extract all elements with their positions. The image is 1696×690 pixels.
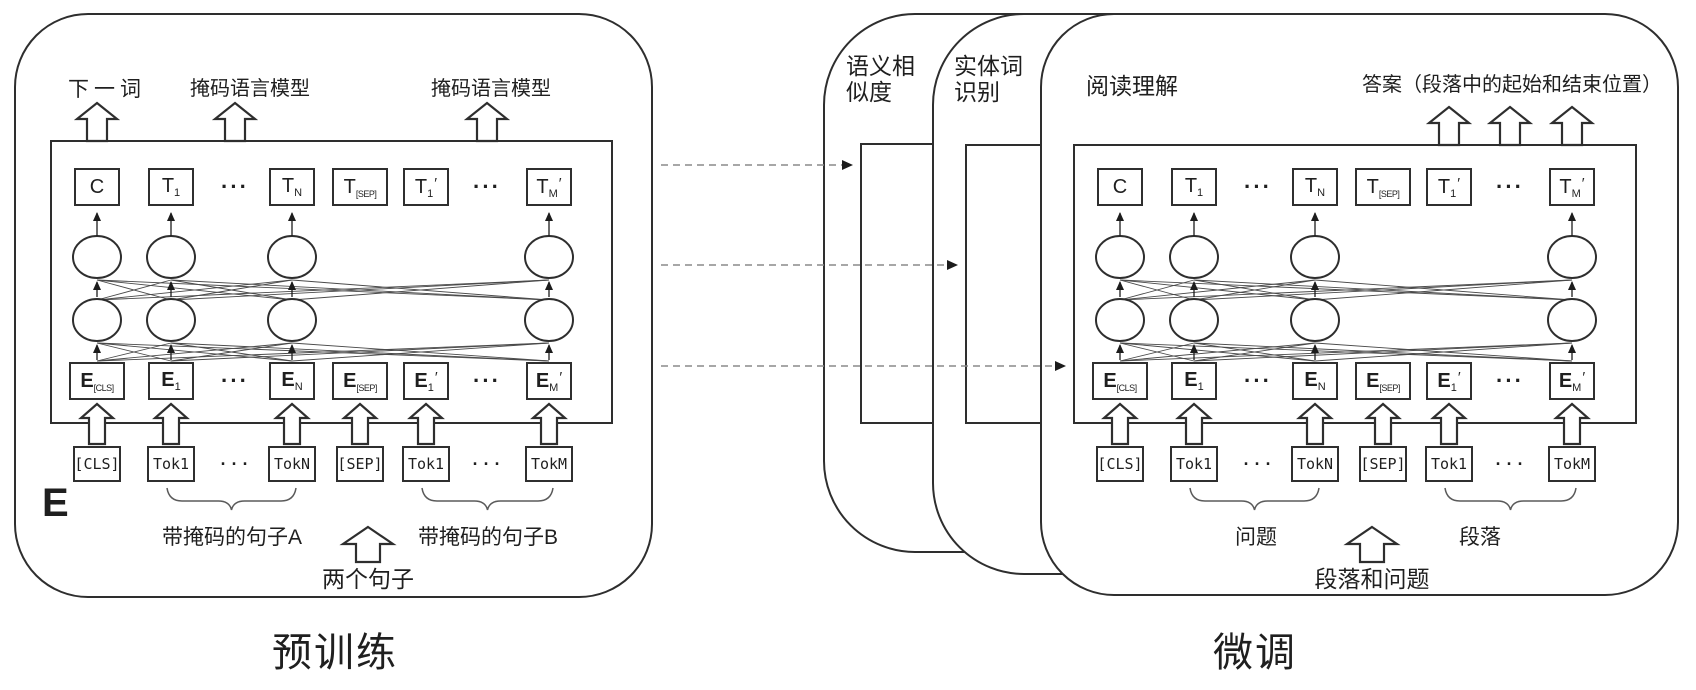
right-t-box-0: C [1097,168,1143,206]
left-t-box-4: T[SEP] [332,168,388,206]
right-t-box-3: TN [1292,168,1338,206]
right-e-box-4: E[SEP] [1355,362,1411,400]
right-tok-box-5: Tok1 [1425,446,1473,482]
left-tok-box-1: Tok1 [147,446,195,482]
right-tok-box-7: TokM [1548,446,1596,482]
answer-span-label: 答案（段落中的起始和结束位置） [1362,74,1662,96]
pretrain-caption: 预训练 [272,631,398,675]
left-t-box-0: C [74,168,120,206]
left-t-ellipsis-6: ··· [473,174,501,199]
finetune-caption: 微调 [1213,631,1297,675]
left-e-box-7: EM′ [526,362,572,400]
two-sentences-label: 两个句子 [322,566,414,592]
left-e-box-3: EN [269,362,315,400]
right-tok-box-3: TokN [1291,446,1339,482]
left-t-box-7: TM′ [526,168,572,206]
right-tok-box-0: [CLS] [1096,446,1144,482]
masked-lm-label-1: 掩码语言模型 [190,78,310,100]
embedding-letter-label: E [42,481,69,525]
right-t-box-1: T1 [1171,168,1217,206]
right-e-box-5: E1′ [1426,362,1472,400]
left-tok-box-7: TokM [525,446,573,482]
right-e-ellipsis-6: ··· [1496,368,1524,393]
left-t-box-5: T1′ [403,168,449,206]
right-tok-ellipsis-2: ··· [1241,455,1275,473]
pretrain-model-box [50,140,613,424]
right-e-box-7: EM′ [1549,362,1595,400]
right-e-box-0: E[CLS] [1092,362,1148,400]
left-tok-box-0: [CLS] [73,446,121,482]
right-e-ellipsis-2: ··· [1244,368,1272,393]
finetune-model-box [1073,144,1637,424]
right-t-ellipsis-2: ··· [1244,174,1272,199]
left-tok-box-4: [SEP] [336,446,384,482]
right-e-box-3: EN [1292,362,1338,400]
right-e-box-1: E1 [1171,362,1217,400]
reading-comprehension-label: 阅读理解 [1086,73,1178,99]
left-tok-ellipsis-6: ··· [470,455,504,473]
left-tok-box-3: TokN [268,446,316,482]
right-tok-box-4: [SEP] [1359,446,1407,482]
right-tok-box-1: Tok1 [1170,446,1218,482]
left-tok-box-5: Tok1 [402,446,450,482]
masked-sentence-b-label: 带掩码的句子B [417,526,558,549]
masked-sentence-a-label: 带掩码的句子A [161,526,302,549]
right-t-box-5: T1′ [1426,168,1472,206]
paragraph-label: 段落 [1459,526,1501,549]
paragraph-and-question-label: 段落和问题 [1314,566,1430,592]
left-e-ellipsis-6: ··· [473,368,501,393]
right-t-box-7: TM′ [1549,168,1595,206]
right-t-ellipsis-6: ··· [1496,174,1524,199]
semantic-similarity-label: 语义相 似度 [846,53,915,105]
left-t-ellipsis-2: ··· [221,174,249,199]
left-t-box-3: TN [269,168,315,206]
left-e-box-4: E[SEP] [332,362,388,400]
entity-recognition-label: 实体词 识别 [954,53,1023,105]
left-e-box-5: E1′ [403,362,449,400]
masked-lm-label-2: 掩码语言模型 [431,78,551,100]
left-e-box-1: E1 [148,362,194,400]
left-e-ellipsis-2: ··· [221,368,249,393]
right-t-box-4: T[SEP] [1355,168,1411,206]
next-word-label: 下一词 [68,78,146,101]
right-tok-ellipsis-6: ··· [1493,455,1527,473]
left-t-box-1: T1 [148,168,194,206]
left-e-box-0: E[CLS] [69,362,125,400]
left-tok-ellipsis-2: ··· [218,455,252,473]
question-label: 问题 [1235,526,1277,549]
